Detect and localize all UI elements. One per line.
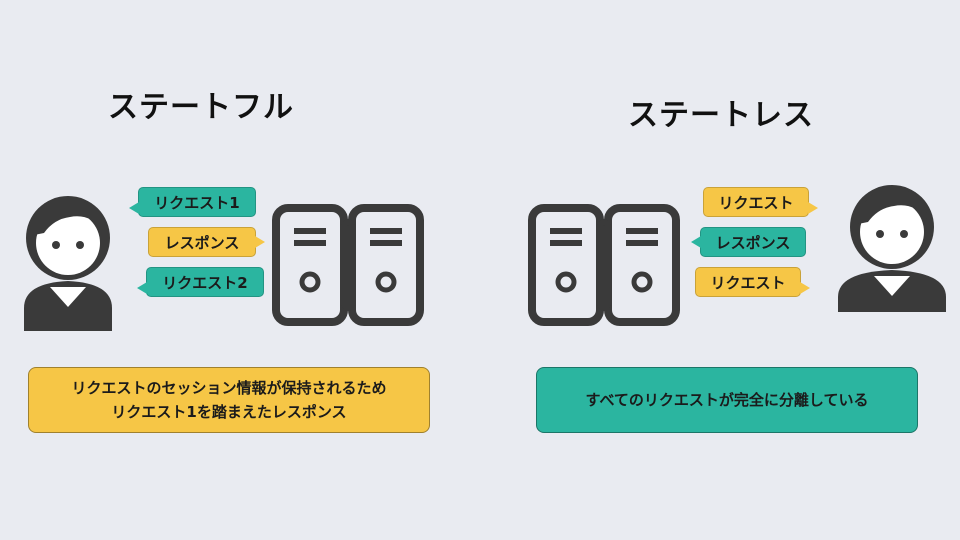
stateful-response-bubble: レスポンス [148, 227, 265, 257]
stateful-note: リクエストのセッション情報が保持されるため リクエスト1を踏まえたレスポンス [28, 367, 430, 433]
stateful-note-line1: リクエストのセッション情報が保持されるため [71, 379, 387, 397]
stateful-note-line2: リクエスト1を踏まえたレスポンス [111, 403, 347, 421]
server-icon [528, 204, 680, 326]
server-icon [272, 204, 424, 326]
stateless-title: ステートレス [628, 98, 814, 133]
stateless-request2-bubble: リクエスト [695, 267, 810, 297]
stateful-request1-bubble: リクエスト1 [129, 187, 256, 217]
stateless-note-line1: すべてのリクエストが完全に分離している [585, 391, 869, 409]
user-icon [838, 185, 946, 312]
stateless-request1-bubble: リクエスト [703, 187, 818, 217]
stateful-title: ステートフル [108, 90, 294, 125]
user-icon [24, 196, 112, 331]
stateless-response-bubble: レスポンス [691, 227, 806, 257]
stateful-request2-bubble: リクエスト2 [137, 267, 264, 297]
stateless-note: すべてのリクエストが完全に分離している [536, 367, 918, 433]
